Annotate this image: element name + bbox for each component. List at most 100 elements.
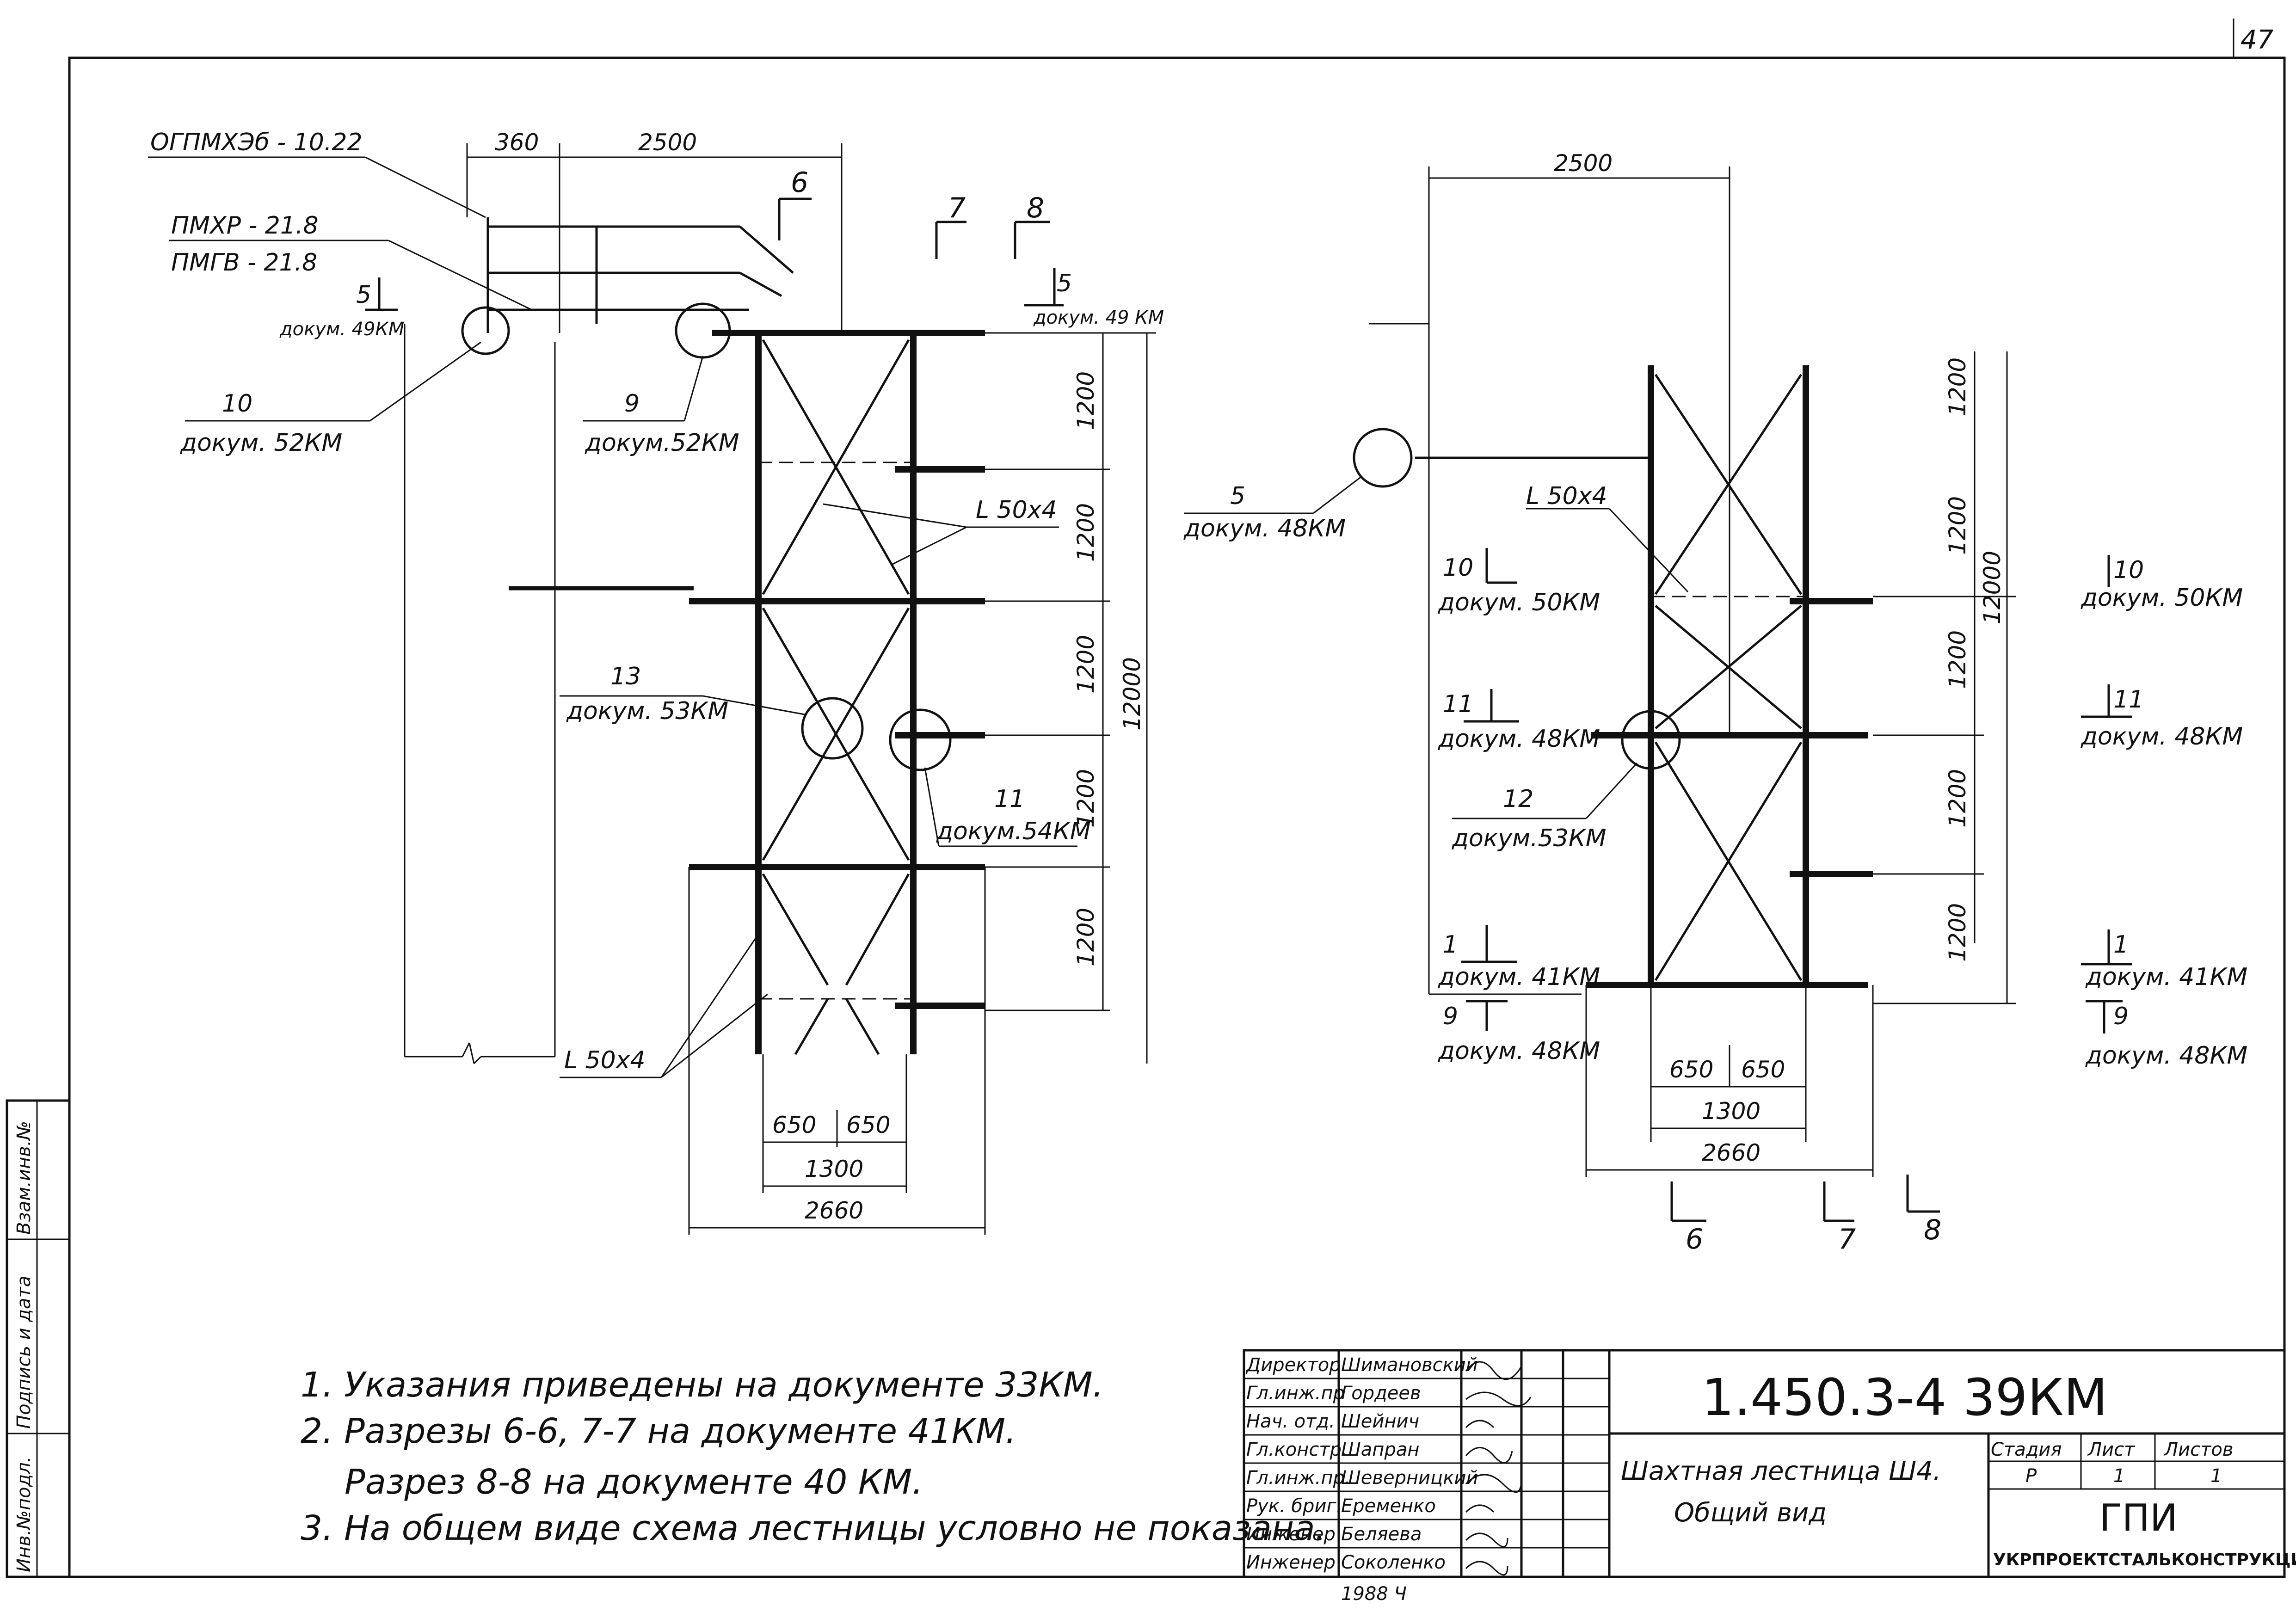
side-1-doc: докум. 41КМ [2085, 963, 2247, 991]
callout-angle-a: L 50х4 [976, 496, 1057, 524]
org-long: УКРПРОЕКТСТАЛЬКОНСТРУКЦИЯ [1993, 1550, 2296, 1569]
right-rdim-1: 1200 [1944, 357, 1971, 416]
callout-5-num: 5 [356, 281, 371, 309]
right-section-7: 7 [1838, 1223, 1856, 1255]
callout-pmgv: ПМГВ - 21.8 [171, 249, 317, 277]
left-section-8: 8 [1027, 192, 1044, 224]
margin-stamp: Инв.№подл. Подпись и дата Взам.инв.№ [6, 1099, 71, 1578]
stage-value: Р [2025, 1465, 2037, 1487]
role-5: Гл.инж.пр. [1246, 1467, 1351, 1489]
callout-13-num: 13 [610, 663, 641, 690]
role-7: Инженер [1246, 1524, 1336, 1545]
sheet-border [68, 56, 2286, 1578]
callout-5b-doc: докум. 49 КМ [1033, 307, 1164, 328]
note-3: 3. На общем виде схема лестницы условно … [301, 1508, 1326, 1548]
name-7: Беляева [1341, 1524, 1422, 1545]
name-8: Соколенко [1341, 1552, 1446, 1573]
signature-5 [1465, 1474, 1522, 1493]
left-rdim-4: 1200 [1072, 769, 1099, 828]
margin-inv: Инв.№подл. [13, 1456, 35, 1572]
right-dim-2500: 2500 [1554, 150, 1613, 177]
r-callout-10-doc: докум. 50КМ [1438, 589, 1600, 616]
left-bdim-650b: 650 [846, 1112, 890, 1138]
r-callout-5-doc: докум. 48КМ [1183, 515, 1346, 542]
signature-4 [1465, 1447, 1513, 1464]
name-5: Шеверницкий [1341, 1467, 1478, 1489]
role-2: Гл.инж.пр [1246, 1383, 1345, 1404]
right-rdim-2: 1200 [1944, 496, 1971, 555]
callout-11-num: 11 [994, 785, 1025, 813]
callout-pmhr: ПМХР - 21.8 [171, 212, 319, 240]
callout-10-doc: докум. 52КМ [180, 429, 342, 457]
right-section-6: 6 [1686, 1223, 1703, 1255]
year: 1988 Ч [1341, 1583, 1407, 1605]
sheets-header: Листов [2163, 1439, 2233, 1460]
note-2: 2. Разрезы 6-6, 7-7 на документе 41КМ. [301, 1411, 1016, 1451]
side-10-doc: докум. 50КМ [2081, 584, 2243, 612]
side-11-doc: докум. 48КМ [2081, 723, 2243, 751]
side-10-num: 10 [2113, 556, 2144, 584]
left-rdim-3: 1200 [1072, 635, 1099, 694]
doc-code: 1.450.3-4 39КМ [1702, 1368, 2107, 1427]
right-section-8: 8 [1924, 1214, 1941, 1246]
left-dim-2500: 2500 [638, 129, 697, 156]
stage-header: Стадия [1991, 1439, 2062, 1460]
title-line-2: Общий вид [1674, 1498, 1827, 1528]
r-callout-12-num: 12 [1503, 785, 1533, 813]
role-4: Гл.констр. [1246, 1439, 1348, 1460]
sheet-value: 1 [2113, 1465, 2125, 1487]
right-rdim-3: 1200 [1944, 630, 1971, 689]
signature-7 [1465, 1532, 1508, 1548]
r-callout-angle: L 50х4 [1526, 482, 1607, 510]
r-callout-1-doc: докум. 41КМ [1438, 963, 1600, 991]
right-rdim-4: 1200 [1944, 769, 1971, 828]
side-1-num: 1 [2113, 931, 2129, 959]
callout-ogpm: ОГПМХЭб - 10.22 [150, 129, 363, 156]
left-section-7: 7 [948, 192, 966, 224]
left-rdim-2: 1200 [1072, 503, 1099, 562]
callout-13-doc: докум. 53КМ [566, 697, 728, 725]
left-bdim-2660: 2660 [805, 1197, 863, 1224]
callout-angle-b: L 50х4 [564, 1046, 646, 1074]
callout-9-doc: докум.52КМ [585, 429, 739, 457]
signature-3 [1465, 1420, 1495, 1428]
callout-10-num: 10 [222, 390, 252, 418]
callout-5-doc: докум. 49КМ [279, 319, 404, 340]
name-1: Шимановский [1341, 1354, 1478, 1376]
callout-9-num: 9 [624, 390, 640, 418]
role-6: Рук. бриг. [1246, 1495, 1342, 1517]
r-callout-5-num: 5 [1230, 482, 1245, 510]
role-1: Директор [1245, 1354, 1341, 1376]
signature-2 [1465, 1391, 1532, 1407]
margin-replace: Взам.инв.№ [13, 1121, 35, 1235]
left-section-6: 6 [791, 166, 808, 199]
right-bdim-2660: 2660 [1702, 1139, 1760, 1166]
page-number: 47 [2241, 25, 2274, 55]
notes: 1. Указания приведены на документе 33КМ.… [301, 1365, 1326, 1548]
r-callout-11-num: 11 [1443, 690, 1473, 718]
left-view: 360 2500 1200 1200 1200 1200 1200 12000 … [148, 129, 1164, 1235]
right-bdim-650a: 650 [1669, 1056, 1713, 1083]
callout-11-doc: докум.54КМ [936, 818, 1091, 845]
r-callout-10-num: 10 [1443, 554, 1473, 582]
left-dim-360: 360 [495, 129, 539, 156]
r-callout-12-doc: докум.53КМ [1452, 824, 1607, 852]
role-3: Нач. отд. [1246, 1411, 1335, 1432]
name-2: Гордеев [1341, 1383, 1421, 1404]
name-3: Шейнич [1341, 1411, 1419, 1432]
name-4: Шапран [1341, 1439, 1420, 1460]
r-callout-9-doc: докум. 48КМ [1438, 1037, 1600, 1065]
signature-1 [1465, 1361, 1522, 1380]
name-6: Еременко [1341, 1495, 1436, 1517]
side-11-num: 11 [2113, 686, 2144, 714]
role-8: Инженер [1246, 1552, 1336, 1573]
right-bdim-1300: 1300 [1702, 1098, 1760, 1125]
left-rdim-1: 1200 [1072, 371, 1099, 430]
side-9-num: 9 [2113, 1003, 2129, 1030]
org-short: ГПИ [2099, 1496, 2178, 1539]
left-bdim-650a: 650 [772, 1112, 816, 1138]
side-9-doc: докум. 48КМ [2085, 1042, 2247, 1070]
callout-5b-num: 5 [1057, 270, 1072, 297]
note-1: 1. Указания приведены на документе 33КМ. [301, 1365, 1103, 1405]
